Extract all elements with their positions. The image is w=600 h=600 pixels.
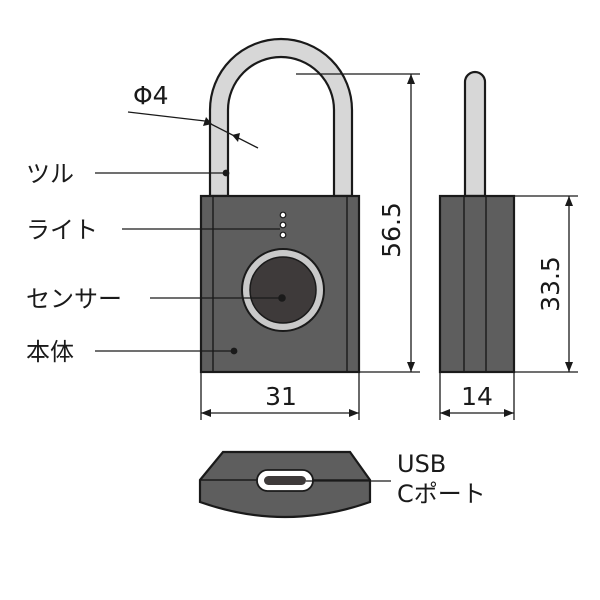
width-dimension: 31 [265,382,297,411]
side-body [438,194,516,374]
shackle-label: ツル [26,160,74,188]
light-label: ライト [26,216,98,244]
side-view [438,70,516,374]
dimension-lines [200,73,578,420]
usb-label-line2: Cポート [397,480,486,508]
light-indicator [279,211,287,239]
shackle-diameter-label: Φ4 [133,81,169,110]
fingerprint-sensor [241,248,325,332]
leader-lines [95,111,391,482]
front-view [199,37,361,374]
shackle [208,37,354,198]
bottom-view [198,450,372,519]
sensor-label: センサー [26,285,122,313]
side-shackle [463,70,487,198]
usb-label-line1: USB [397,450,446,478]
depth-dimension: 14 [461,382,493,411]
usb-c-port-icon [256,469,314,492]
body-label: 本体 [26,338,74,366]
total-height-dimension: 56.5 [377,202,406,258]
body-height-dimension: 33.5 [536,256,565,312]
